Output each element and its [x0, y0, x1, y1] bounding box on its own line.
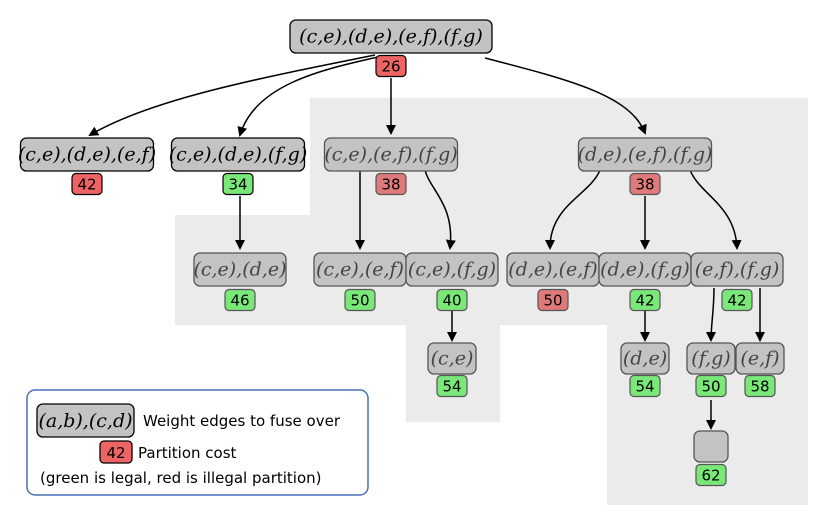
cost-value: 58 — [750, 378, 769, 396]
edges — [88, 54, 765, 430]
node-box — [686, 342, 736, 375]
cost-value: 42 — [727, 292, 746, 310]
cost-badge-legal — [224, 288, 256, 312]
tree-node: (d,e),(e,f) 50 — [506, 252, 600, 312]
legend-cost-sample — [99, 440, 133, 464]
node-label: (d,e) — [623, 348, 667, 370]
legend-cost-desc: Partition cost — [138, 444, 237, 462]
legend-node-desc: Weight edges to fuse over — [143, 412, 341, 430]
edge-root-l1d — [484, 57, 647, 135]
cost-badge-legal — [721, 288, 753, 312]
cost-value: 38 — [635, 176, 654, 194]
legend-node-sample — [36, 403, 135, 438]
cost-value: 46 — [230, 292, 249, 310]
edge-l1d-l2f — [689, 169, 742, 250]
node-label: (c,e),(f,g) — [408, 259, 496, 281]
edge-l1c-l2c — [424, 169, 456, 250]
node-label: (c,e),(d,e),(e,f),(f,g) — [299, 26, 483, 48]
cost-value: 54 — [442, 378, 461, 396]
node-box — [577, 137, 713, 172]
cost-badge-illegal — [537, 288, 569, 312]
tree-node: (d,e),(f,g) 42 — [598, 252, 692, 312]
cost-value: 42 — [635, 292, 654, 310]
node-label: (d,e),(f,g) — [600, 259, 690, 281]
node-label: (e,f),(f,g) — [695, 259, 780, 281]
node-box — [289, 19, 493, 54]
node-label: (d,e),(e,f),(f,g) — [578, 144, 713, 166]
tree-node: (c,e),(f,g) 40 — [405, 252, 499, 312]
node-box — [170, 137, 306, 172]
node-box — [735, 342, 785, 375]
node-label: (c,e),(d,e),(f,g) — [169, 144, 307, 166]
explored-region — [175, 98, 808, 505]
tree-node: (f,g) 50 — [686, 342, 736, 398]
cost-value: 62 — [701, 467, 720, 485]
cost-badge-legal — [629, 288, 661, 312]
node-box — [693, 430, 729, 463]
tree-node: (c,e),(d,e),(e,f),(f,g) 26 — [289, 19, 493, 78]
legend-node-label: (a,b),(c,d) — [38, 410, 132, 432]
legend: (a,b),(c,d) Weight edges to fuse over 42… — [26, 389, 369, 496]
tree-node: (c,e) 54 — [427, 342, 477, 398]
edge-root-l1b — [237, 56, 379, 137]
tree-node: (e,f),(f,g) 42 — [690, 252, 784, 312]
cost-value: 54 — [635, 378, 654, 396]
cost-value: 50 — [543, 292, 562, 310]
legend-note: (green is legal, red is illegal partitio… — [40, 469, 322, 487]
node-box — [193, 252, 287, 287]
node-box — [405, 252, 499, 287]
cost-value: 50 — [701, 378, 720, 396]
node-label: (c,e),(d,e),(e,f) — [18, 144, 156, 166]
tree-node: (c,e),(d,e),(e,f) 42 — [18, 137, 156, 196]
node-box — [19, 137, 155, 172]
cost-badge-illegal — [71, 172, 103, 196]
cost-badge-illegal — [375, 54, 407, 78]
cost-value: 26 — [381, 58, 400, 76]
cost-badge-legal — [629, 374, 661, 398]
edge-l1d-l2d — [545, 169, 601, 250]
cost-value: 34 — [228, 176, 247, 194]
node-box — [323, 137, 459, 172]
tree-node: 62 — [693, 430, 729, 487]
edge-l2f-l3c — [706, 287, 717, 342]
cost-badge-illegal — [375, 172, 407, 196]
tree-node: (e,f) 58 — [735, 342, 785, 398]
cost-value: 50 — [350, 292, 369, 310]
node-label: (d,e),(e,f) — [508, 259, 597, 281]
node-box — [620, 342, 670, 375]
node-label: (e,f) — [740, 348, 779, 370]
node-label: (c,e),(e,f) — [316, 259, 404, 281]
cost-value: 40 — [442, 292, 461, 310]
tree-node: (d,e) 54 — [620, 342, 670, 398]
tree-node: (c,e),(d,e) 46 — [193, 252, 287, 312]
cost-badge-illegal — [629, 172, 661, 196]
cost-badge-legal — [222, 172, 254, 196]
node-box — [427, 342, 477, 375]
cost-badge-legal — [436, 288, 468, 312]
cost-badge-legal — [695, 374, 727, 398]
node-label: (f,g) — [691, 348, 730, 370]
cost-value: 38 — [381, 176, 400, 194]
node-label: (c,e),(d,e) — [193, 259, 286, 281]
cost-badge-legal — [344, 288, 376, 312]
tree-node: (c,e),(d,e),(f,g) 34 — [169, 137, 307, 196]
node-label: (c,e),(e,f),(f,g) — [324, 144, 457, 166]
tree-node: (d,e),(e,f),(f,g) 38 — [577, 137, 713, 196]
cost-badge-legal — [436, 374, 468, 398]
legend-cost-label: 42 — [106, 444, 125, 462]
cost-badge-legal — [695, 463, 727, 487]
cost-value: 42 — [77, 176, 96, 194]
edge-root-l1a — [88, 54, 376, 137]
node-label: (c,e) — [431, 348, 474, 370]
cost-badge-legal — [744, 374, 776, 398]
tree-node: (c,e),(e,f),(f,g) 38 — [323, 137, 459, 196]
tree-nodes: (c,e),(d,e),(e,f),(f,g)26(c,e),(d,e),(e,… — [18, 19, 785, 487]
node-box — [690, 252, 784, 287]
